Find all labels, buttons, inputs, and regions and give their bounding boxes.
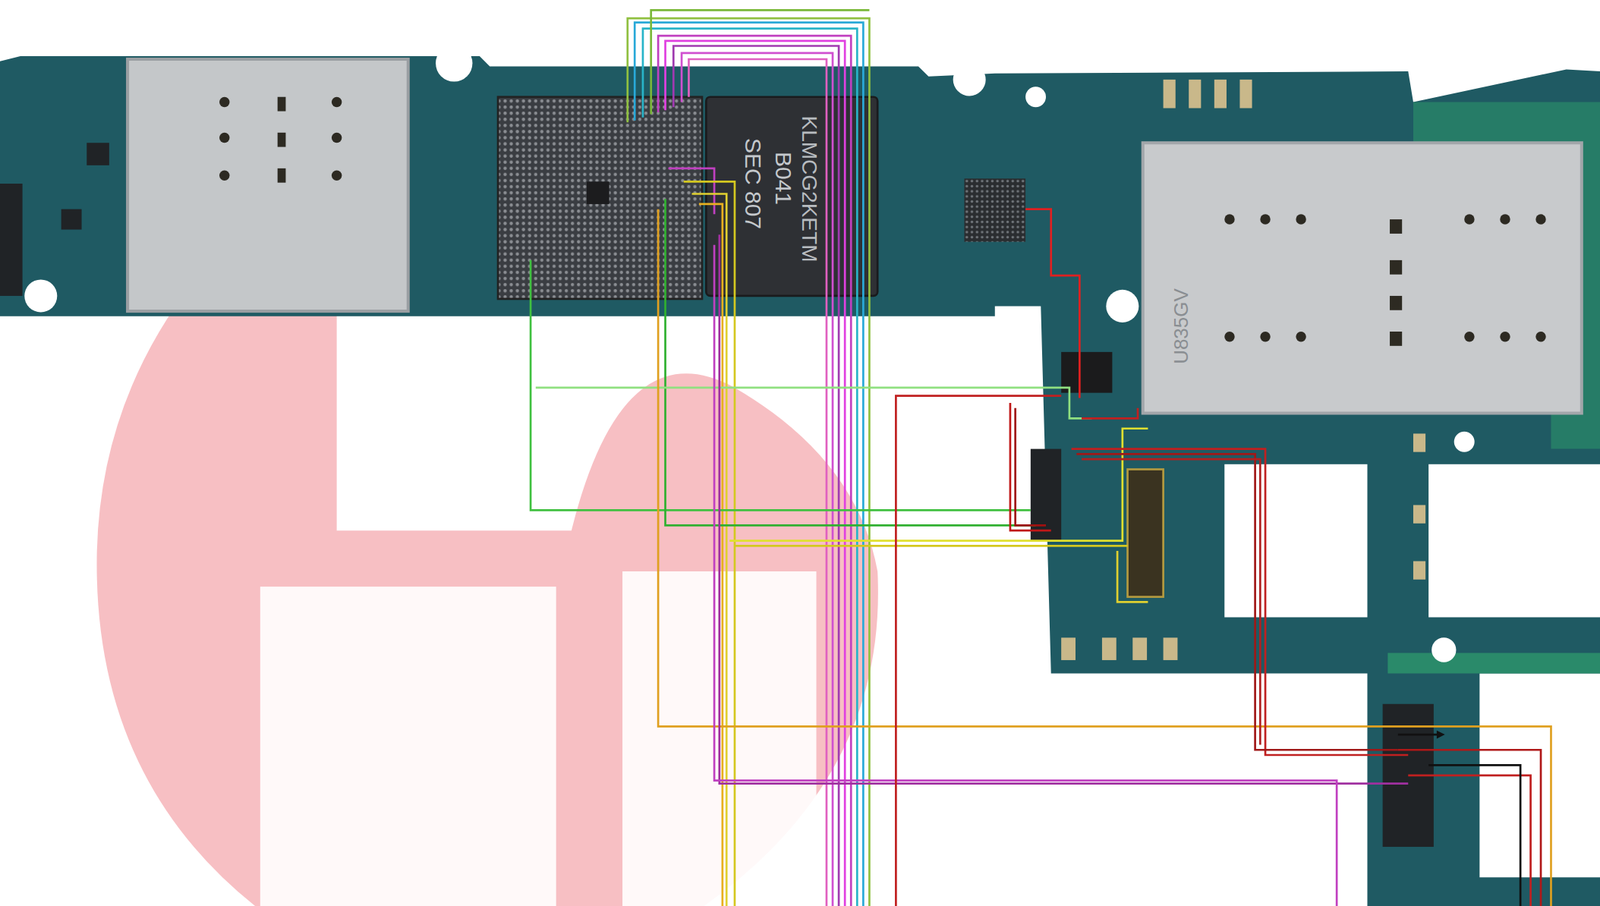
- pcb-board: [0, 44, 1600, 906]
- chip-marking: B041: [771, 151, 795, 205]
- chip-marking: KLMCG2KETM: [798, 116, 820, 263]
- trace-lines: [530, 9, 1551, 906]
- watermark-logo: [97, 212, 879, 906]
- tray-marking: U835GV: [1171, 288, 1191, 365]
- chip-marking: SEC 807: [741, 138, 765, 230]
